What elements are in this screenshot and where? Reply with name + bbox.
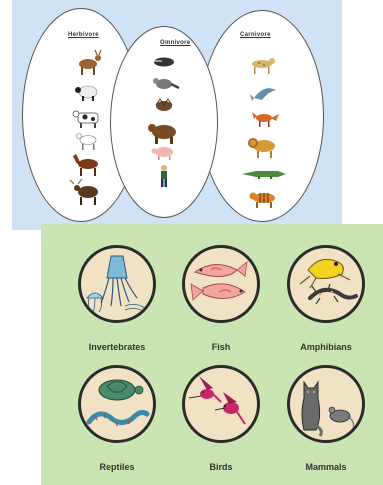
invertebrates-label: Invertebrates xyxy=(72,342,162,352)
cheetah-icon xyxy=(252,58,275,74)
hedgehog-icon xyxy=(156,99,172,111)
hummingbird-icon xyxy=(185,368,257,440)
squid-jellyfish-icon xyxy=(81,248,153,320)
fox-icon xyxy=(252,112,279,127)
birds-circle xyxy=(182,365,260,443)
invertebrates-circle xyxy=(78,245,156,323)
fish-label: Fish xyxy=(176,342,266,352)
moose-icon xyxy=(70,179,98,205)
reptiles-label: Reptiles xyxy=(72,462,162,472)
cat-mouse-icon xyxy=(290,368,362,440)
fish-circle xyxy=(182,245,260,323)
cow-icon xyxy=(73,111,98,128)
dolphin-icon xyxy=(250,88,276,101)
bear-icon xyxy=(148,124,176,144)
frog-salamander-icon xyxy=(290,248,362,320)
koi-fish-icon xyxy=(185,248,257,320)
pig-icon xyxy=(152,147,174,160)
amphibians-label: Amphibians xyxy=(281,342,371,352)
goat-icon xyxy=(77,134,97,151)
lion-icon xyxy=(248,138,275,158)
amphibians-circle xyxy=(287,245,365,323)
reptiles-circle xyxy=(78,365,156,443)
horse-icon xyxy=(73,154,98,176)
diet-venn-diagram: Herbivore Omnivore Carnivore xyxy=(12,0,342,230)
birds-label: Birds xyxy=(176,462,266,472)
crocodile-icon xyxy=(242,171,286,179)
turtle-snake-icon xyxy=(81,368,153,440)
deer-icon xyxy=(79,50,101,75)
mammals-label: Mammals xyxy=(281,462,371,472)
sheep-icon xyxy=(75,86,97,101)
mammals-circle xyxy=(287,365,365,443)
tiger-icon xyxy=(250,193,276,209)
badger-icon xyxy=(150,58,174,67)
human-icon xyxy=(161,165,167,187)
animal-classes-chart: Invertebrates Fish Amphibians xyxy=(41,224,383,485)
raccoon-icon xyxy=(153,78,179,89)
